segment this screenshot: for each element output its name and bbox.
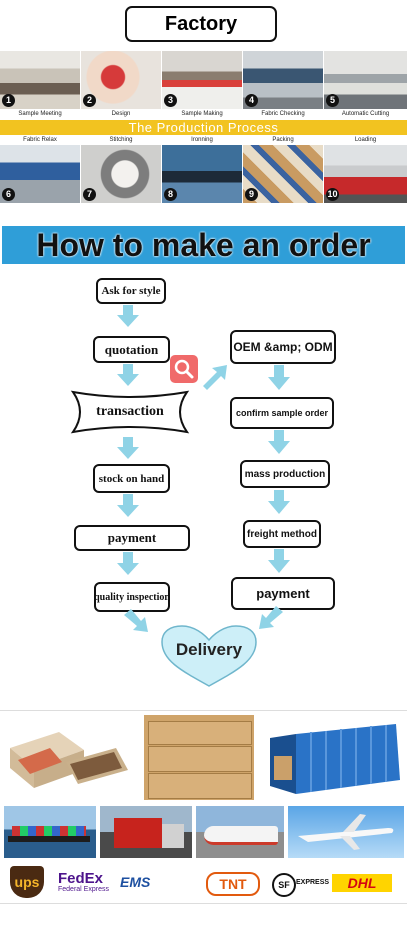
flow-step-payment-right: payment (231, 577, 335, 610)
divider (0, 710, 407, 711)
step-label: Loading (354, 137, 377, 143)
ironing-photo: 8 (162, 145, 242, 203)
airplane-photo (288, 806, 404, 858)
delivery-heart-icon (161, 625, 257, 687)
step-label: Fabric Relax (23, 137, 57, 143)
truck-photo (100, 806, 192, 858)
step-number: 4 (245, 94, 258, 107)
tnt-logo: TNT (206, 872, 260, 896)
flow-step-quotation: quotation (93, 336, 170, 363)
fedex-logo-text: FedEx (58, 870, 104, 887)
production-process-banner: The Production Process (0, 120, 407, 135)
fabric-relax-photo: 6 (0, 145, 80, 203)
sample-making-photo: 3 (162, 51, 242, 109)
arrow-down-icon (268, 549, 290, 573)
step-number: 3 (164, 94, 177, 107)
delivery-label: Delivery (175, 640, 243, 659)
fabric-checking-photo: 4 (243, 51, 323, 109)
arrow-down-icon (117, 437, 139, 459)
how-to-order-heading: How to make an order (2, 226, 405, 264)
step-number: 2 (83, 94, 96, 107)
sf-express-text: EXPRESS (296, 879, 330, 886)
stitching-photo: 7 (81, 145, 161, 203)
arrow-down-icon (117, 364, 139, 386)
ups-logo: ups (10, 866, 44, 898)
automatic-cutting-photo: 5 (324, 51, 407, 109)
step-label: Packing (272, 137, 294, 143)
shipping-container-photo (266, 720, 404, 798)
flow-step-quality-inspection: quality inspection (94, 582, 170, 612)
step-number: 1 (2, 94, 15, 107)
arrow-diagonal-icon (203, 365, 227, 390)
step-label: Stitching (109, 137, 133, 143)
divider (0, 903, 407, 904)
arrow-down-icon (268, 365, 290, 390)
flow-step-stock-on-hand: stock on hand (93, 464, 170, 493)
arrow-down-icon (117, 552, 139, 575)
flow-step-transaction: transaction (96, 404, 164, 419)
step-label: Design (111, 111, 131, 117)
flow-step-freight-method: freight method (243, 520, 321, 548)
sample-meeting-photo: 1 (0, 51, 80, 109)
flow-arrows (117, 305, 290, 632)
arrow-down-icon (268, 430, 290, 454)
search-button[interactable] (170, 355, 198, 383)
flow-step-mass-production: mass production (240, 460, 330, 488)
flow-step-oem-odm: OEM &amp; ODM (230, 330, 336, 364)
step-label: Fabric Checking (261, 111, 305, 117)
train-photo (196, 806, 284, 858)
sf-logo: SF (272, 873, 296, 897)
step-number: 7 (83, 188, 96, 201)
step-label: Sample Making (181, 111, 223, 117)
arrow-down-icon (117, 494, 139, 517)
step-number: 9 (245, 188, 258, 201)
step-label: Automatic Cutting (341, 111, 390, 117)
fedex-logo: FedEx (58, 870, 103, 887)
step-number: 5 (326, 94, 339, 107)
step-label: Sample Meeting (18, 111, 62, 117)
how-to-order-text: How to make an order (36, 227, 371, 263)
design-photo: 2 (81, 51, 161, 109)
step-number: 10 (326, 188, 339, 201)
step-number: 6 (2, 188, 15, 201)
flow-step-payment-left: payment (74, 525, 190, 551)
flow-step-transaction-shape (70, 390, 190, 434)
arrow-down-icon (117, 305, 139, 327)
loading-photo: 10 (324, 145, 407, 203)
packaging-box-photo (4, 718, 132, 798)
arrow-down-icon (268, 490, 290, 514)
step-number: 8 (164, 188, 177, 201)
search-icon (174, 359, 194, 379)
arrow-diagonal-icon (259, 606, 283, 629)
packing-photo: 9 (243, 145, 323, 203)
flow-step-confirm-sample-order: confirm sample order (230, 397, 334, 429)
cargo-ship-photo (4, 806, 96, 858)
step-label: Ironning (191, 137, 213, 143)
ems-logo: EMS (120, 874, 151, 890)
dhl-logo: DHL (332, 874, 392, 892)
arrow-diagonal-icon (124, 609, 148, 632)
carton-boxes-photo (144, 715, 254, 800)
fedex-subtitle: Federal Express (58, 886, 109, 893)
flow-step-ask-for-style: Ask for style (96, 278, 166, 304)
